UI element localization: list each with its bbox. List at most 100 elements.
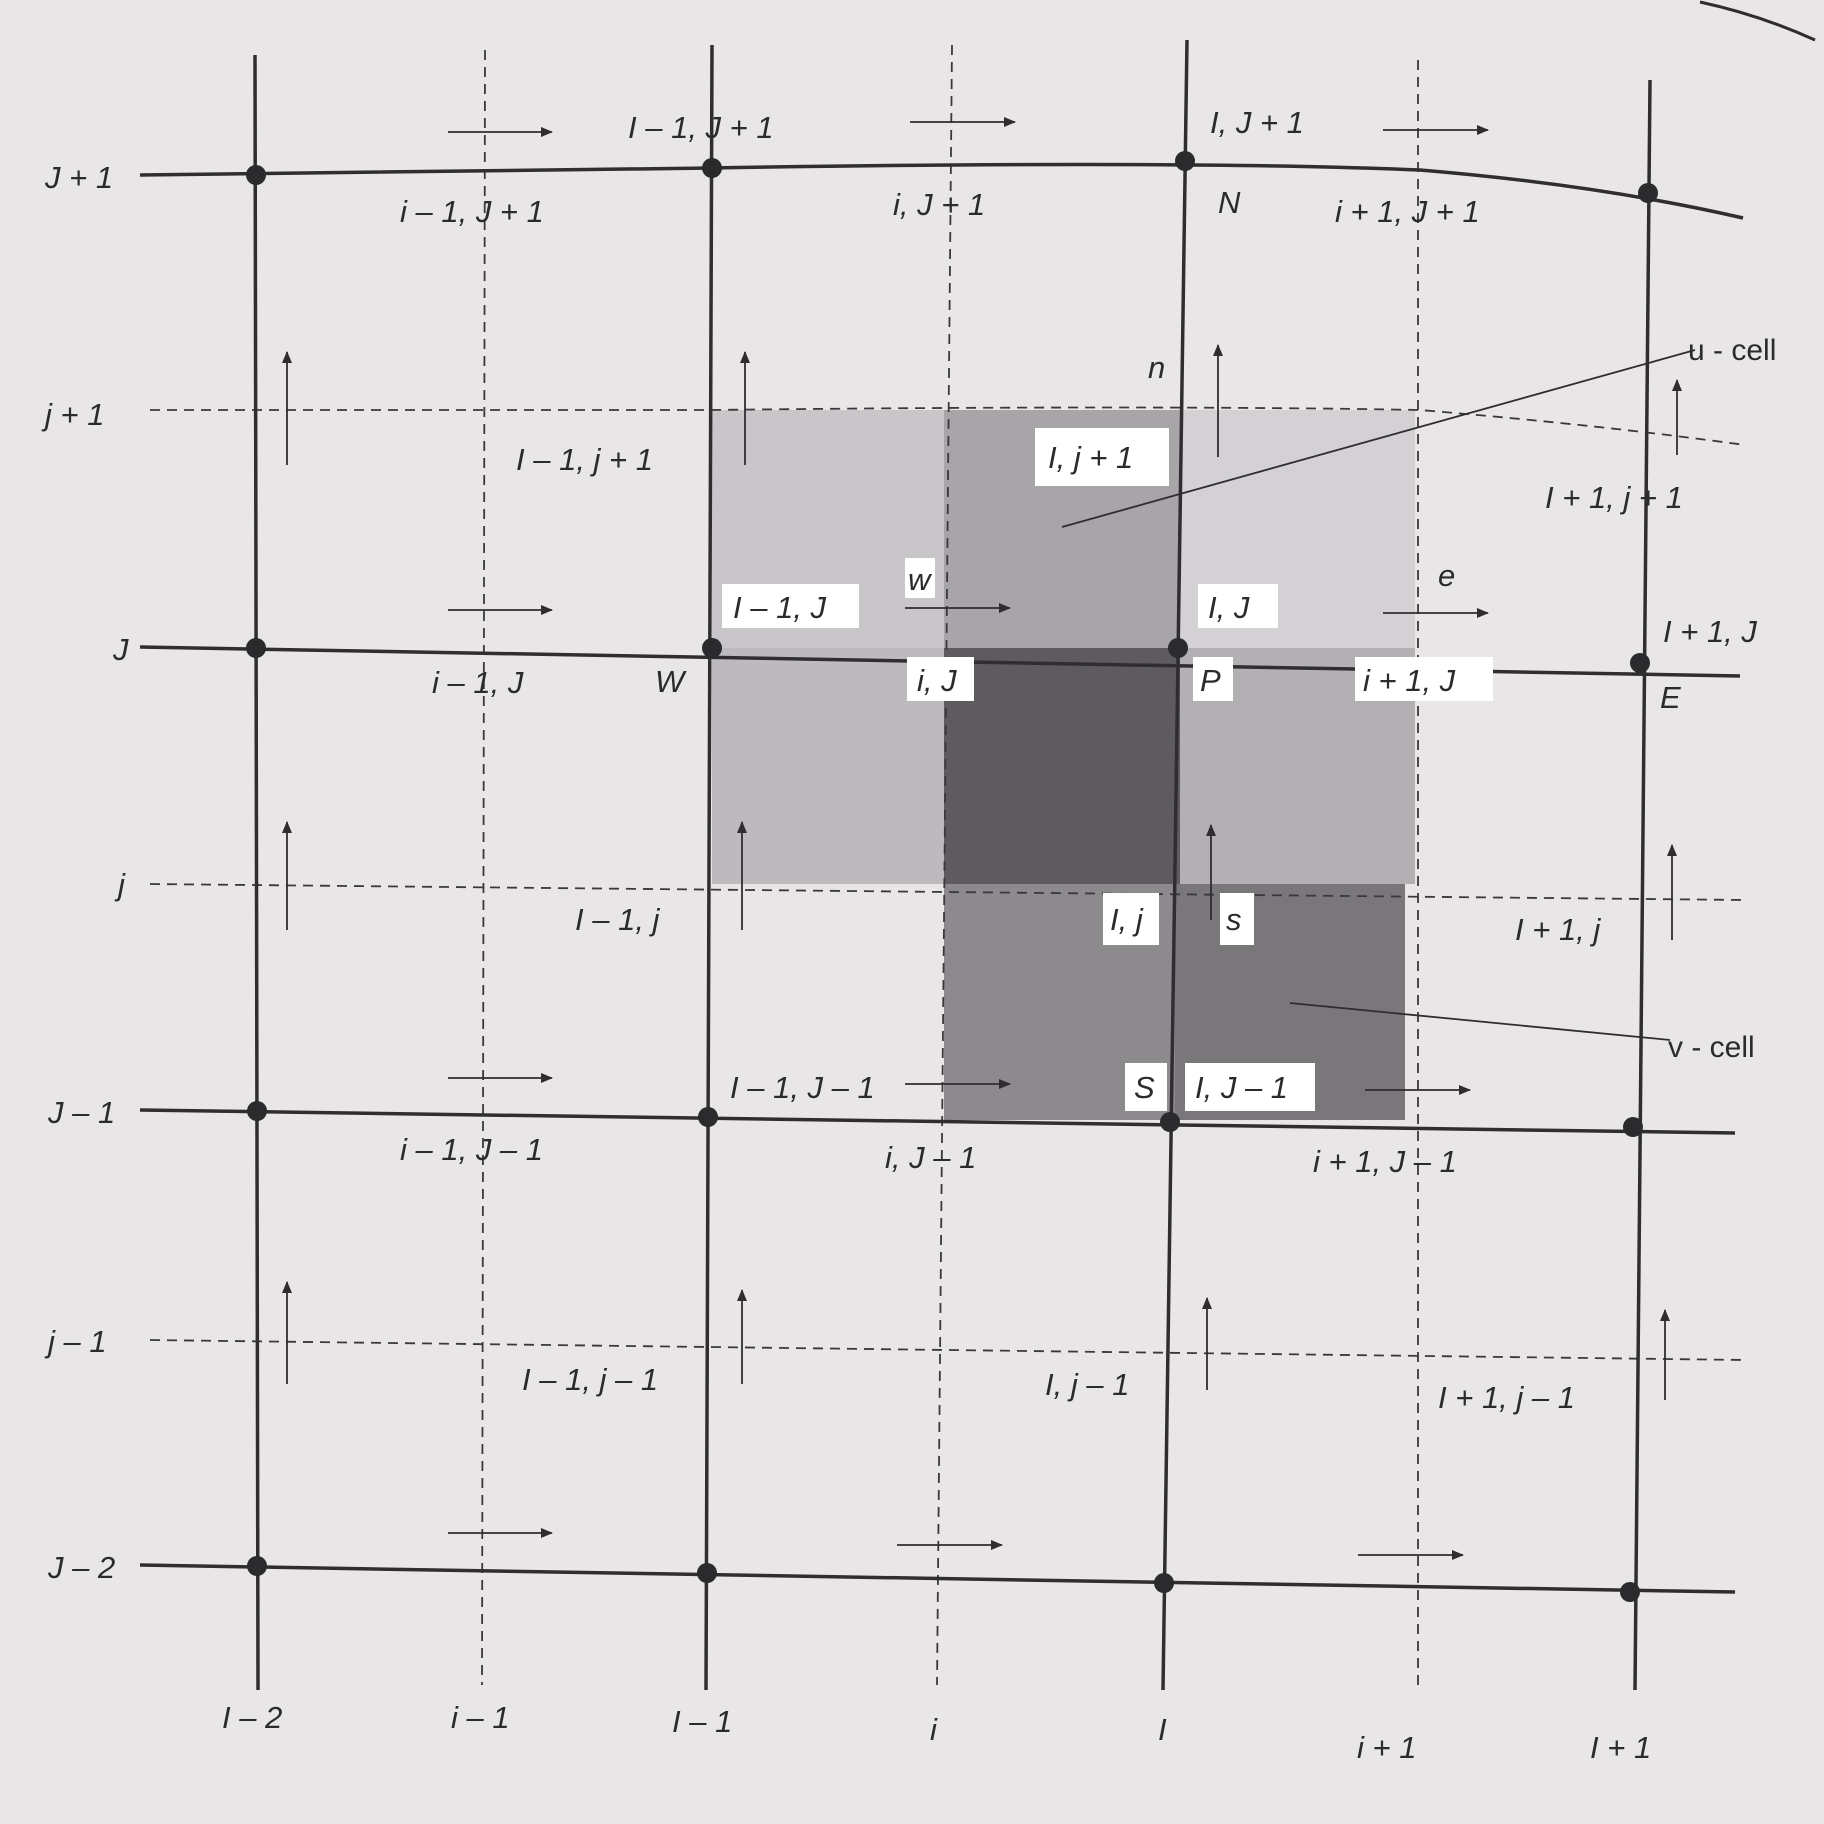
label-I,j: I, j	[1110, 902, 1144, 937]
scalar-node-14	[1154, 1573, 1174, 1593]
velocity-arrows	[282, 117, 1682, 1560]
label-box-w	[905, 558, 935, 598]
label-i-1,J-1: i – 1, J – 1	[400, 1132, 543, 1167]
label-s: s	[1226, 902, 1242, 937]
label-i-1,J: i – 1, J	[432, 665, 524, 700]
label-I+1,J: I + 1, J	[1663, 614, 1757, 649]
label-boxes	[722, 428, 1493, 1111]
label-I-1,j+1: I – 1, j + 1	[516, 442, 653, 477]
label-I: I	[1158, 1712, 1167, 1747]
scalar-node-9	[698, 1107, 718, 1127]
label-n: n	[1148, 350, 1165, 385]
staggered-grid-lines	[149, 44, 1746, 1686]
label-J: J	[112, 632, 129, 667]
u-cell-leader	[1061, 349, 1696, 528]
label-i+1,J: i + 1, J	[1363, 663, 1456, 698]
line-J+1	[139, 162, 1744, 220]
label-S: S	[1134, 1070, 1155, 1105]
scalar-node-12	[247, 1556, 267, 1576]
label-box-I,J	[1198, 584, 1278, 628]
node-labels: I – 1, J + 1 I, J + 1 i – 1, J + 1 i, J …	[400, 105, 1757, 1415]
label-J-1: J – 1	[47, 1095, 115, 1130]
line-j	[149, 883, 1746, 901]
label-I-1: I – 1	[672, 1704, 732, 1739]
label-I+1,j-1: I + 1, j – 1	[1438, 1380, 1575, 1415]
line-I-2	[253, 54, 260, 1691]
line-j+1	[150, 406, 1746, 446]
label-box-I,j+1	[1035, 428, 1169, 486]
label-box-i+1,J	[1355, 657, 1493, 701]
label-J+1: J + 1	[44, 160, 113, 195]
scalar-node-11	[1623, 1117, 1643, 1137]
scalar-node-8	[247, 1101, 267, 1121]
label-I+1: I + 1	[1590, 1730, 1651, 1765]
label-box-I-1,J	[722, 584, 859, 628]
label-I-1,j-1: I – 1, j – 1	[522, 1362, 658, 1397]
label-box-I,J-1	[1185, 1063, 1315, 1111]
scalar-node-4	[246, 638, 266, 658]
label-W: W	[655, 664, 687, 699]
label-box-i,J	[907, 657, 974, 701]
scalar-nodes	[246, 151, 1658, 1602]
label-i+1,J-1: i + 1, J – 1	[1313, 1144, 1457, 1179]
label-i,J+1: i, J + 1	[893, 187, 985, 222]
right-cell-mid	[1180, 648, 1415, 884]
label-P: P	[1200, 663, 1221, 698]
label-box-s	[1220, 893, 1254, 945]
label-j-1: j – 1	[44, 1324, 107, 1359]
label-E: E	[1660, 680, 1681, 715]
line-I-1	[704, 44, 714, 1691]
line-J-2	[139, 1563, 1736, 1594]
scalar-node-3	[1638, 183, 1658, 203]
label-I-1,j: I – 1, j	[575, 902, 661, 937]
label-J-2: J – 2	[47, 1550, 115, 1585]
label-box-S	[1125, 1063, 1167, 1111]
scalar-node-15	[1620, 1582, 1640, 1602]
label-i,J-1: i, J – 1	[885, 1140, 976, 1175]
scalar-node-0	[246, 165, 266, 185]
scalar-node-6	[1168, 638, 1188, 658]
v-cell-leader	[1289, 1002, 1671, 1041]
line-i-1	[481, 49, 486, 1686]
line-i	[936, 44, 953, 1686]
line-J-1	[139, 1108, 1736, 1135]
scalar-node-5	[702, 638, 722, 658]
label-I,J+1: I, J + 1	[1210, 105, 1304, 140]
scalar-node-7	[1630, 653, 1650, 673]
label-w: w	[908, 562, 933, 597]
label-I+1,j+1: I + 1, j + 1	[1545, 480, 1683, 515]
label-i-1: i – 1	[451, 1700, 510, 1735]
label-I,j+1: I, j + 1	[1048, 440, 1133, 475]
label-I-2: I – 2	[222, 1700, 282, 1735]
label-I-1,J+1: I – 1, J + 1	[628, 110, 774, 145]
line-I	[1161, 39, 1189, 1691]
label-I-1,J: I – 1, J	[733, 590, 827, 625]
control-volume-shading	[712, 410, 1415, 1120]
label-I,J-1: I, J – 1	[1195, 1070, 1288, 1105]
label-box-P	[1193, 657, 1233, 701]
label-I,j-1: I, j – 1	[1045, 1367, 1129, 1402]
label-i+1,J+1: i + 1, J + 1	[1335, 194, 1480, 229]
line-I+1	[1633, 79, 1652, 1691]
label-I,J: I, J	[1208, 590, 1250, 625]
cell-callouts: u - cell v - cell	[1668, 334, 1776, 1064]
v-cell-label: v - cell	[1668, 1031, 1755, 1064]
label-j+1: j + 1	[41, 397, 104, 432]
u-cell-left-lower	[712, 648, 944, 884]
scalar-node-2	[1175, 151, 1195, 171]
label-i,J: i, J	[917, 663, 957, 698]
label-N: N	[1218, 185, 1241, 220]
label-j: j	[114, 867, 126, 902]
axis-labels: J + 1 j + 1 J j J – 1 j – 1 J – 2 I – 2 …	[41, 160, 1651, 1765]
label-i+1: i + 1	[1357, 1730, 1416, 1765]
label-I-1,J-1: I – 1, J – 1	[730, 1070, 875, 1105]
pressure-cell-dark	[944, 648, 1180, 884]
callout-lines	[1061, 349, 1696, 1041]
u-cell-label: u - cell	[1688, 334, 1776, 367]
scalar-node-13	[697, 1563, 717, 1583]
line-j-1	[149, 1339, 1746, 1361]
label-e: e	[1438, 558, 1455, 593]
label-i: i	[930, 1712, 938, 1747]
